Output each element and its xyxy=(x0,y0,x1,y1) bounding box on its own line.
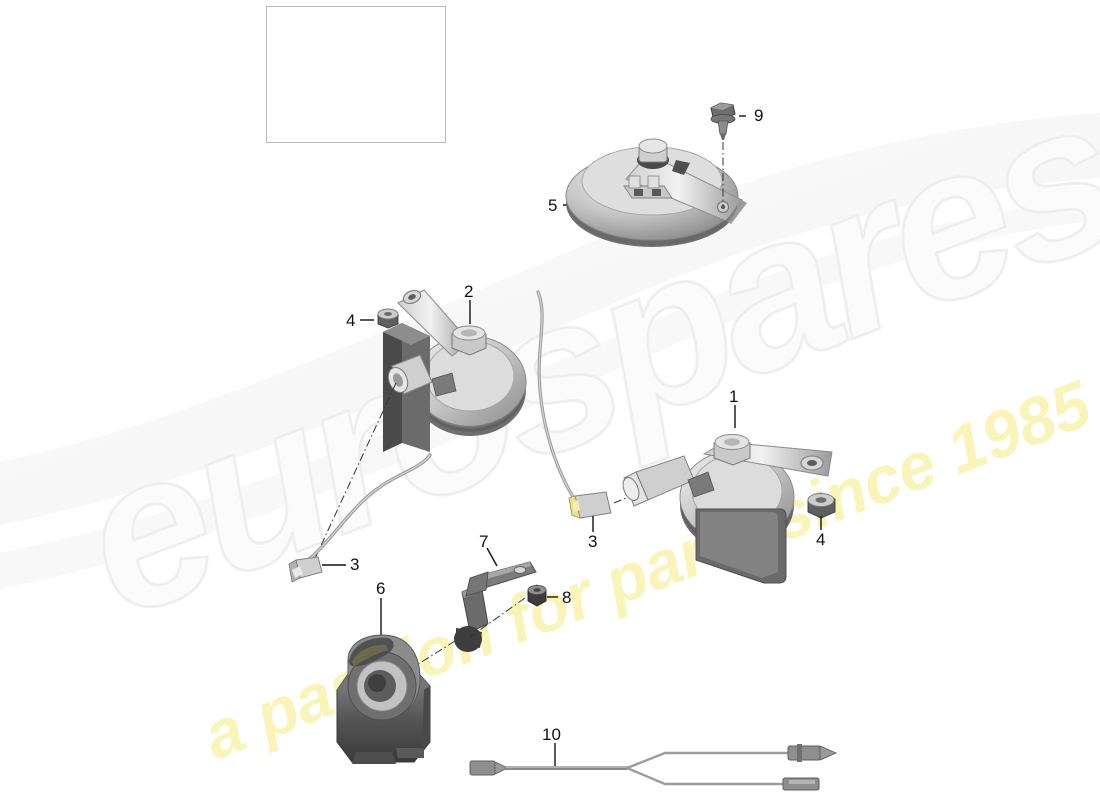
part-6-siren xyxy=(336,598,431,764)
part-4-hex-nut-left xyxy=(360,308,399,329)
callout-number-3-right: 3 xyxy=(588,532,598,551)
callout-number-1: 1 xyxy=(729,387,739,406)
callout-number-7: 7 xyxy=(479,532,489,551)
part-7-mounting-bracket xyxy=(454,547,537,652)
part-4-hex-nut-right xyxy=(807,492,836,530)
callout-number-8: 8 xyxy=(562,588,572,607)
callout-number-4-left: 4 xyxy=(346,311,356,330)
callout-number-4-right: 4 xyxy=(816,530,826,549)
part-2-horn-high-tone xyxy=(311,289,527,566)
callout-number-6: 6 xyxy=(376,579,386,598)
part-8-fastening-nut xyxy=(411,584,558,669)
part-3-connector-left xyxy=(288,453,432,583)
part-10-wiring-harness xyxy=(469,743,838,791)
callout-number-5: 5 xyxy=(548,196,558,215)
part-9-hex-bolt xyxy=(710,102,746,205)
vehicle-thumbnail-box[interactable] xyxy=(266,6,446,143)
part-5-alarm-horn xyxy=(563,138,747,247)
part-3-connector-right xyxy=(568,488,649,532)
part-1-horn-low-tone xyxy=(622,405,833,584)
callout-number-2: 2 xyxy=(464,282,474,301)
cable-right xyxy=(536,290,577,502)
callout-number-3-left: 3 xyxy=(350,555,360,574)
callout-number-10: 10 xyxy=(542,725,561,744)
callout-number-9: 9 xyxy=(754,106,764,125)
